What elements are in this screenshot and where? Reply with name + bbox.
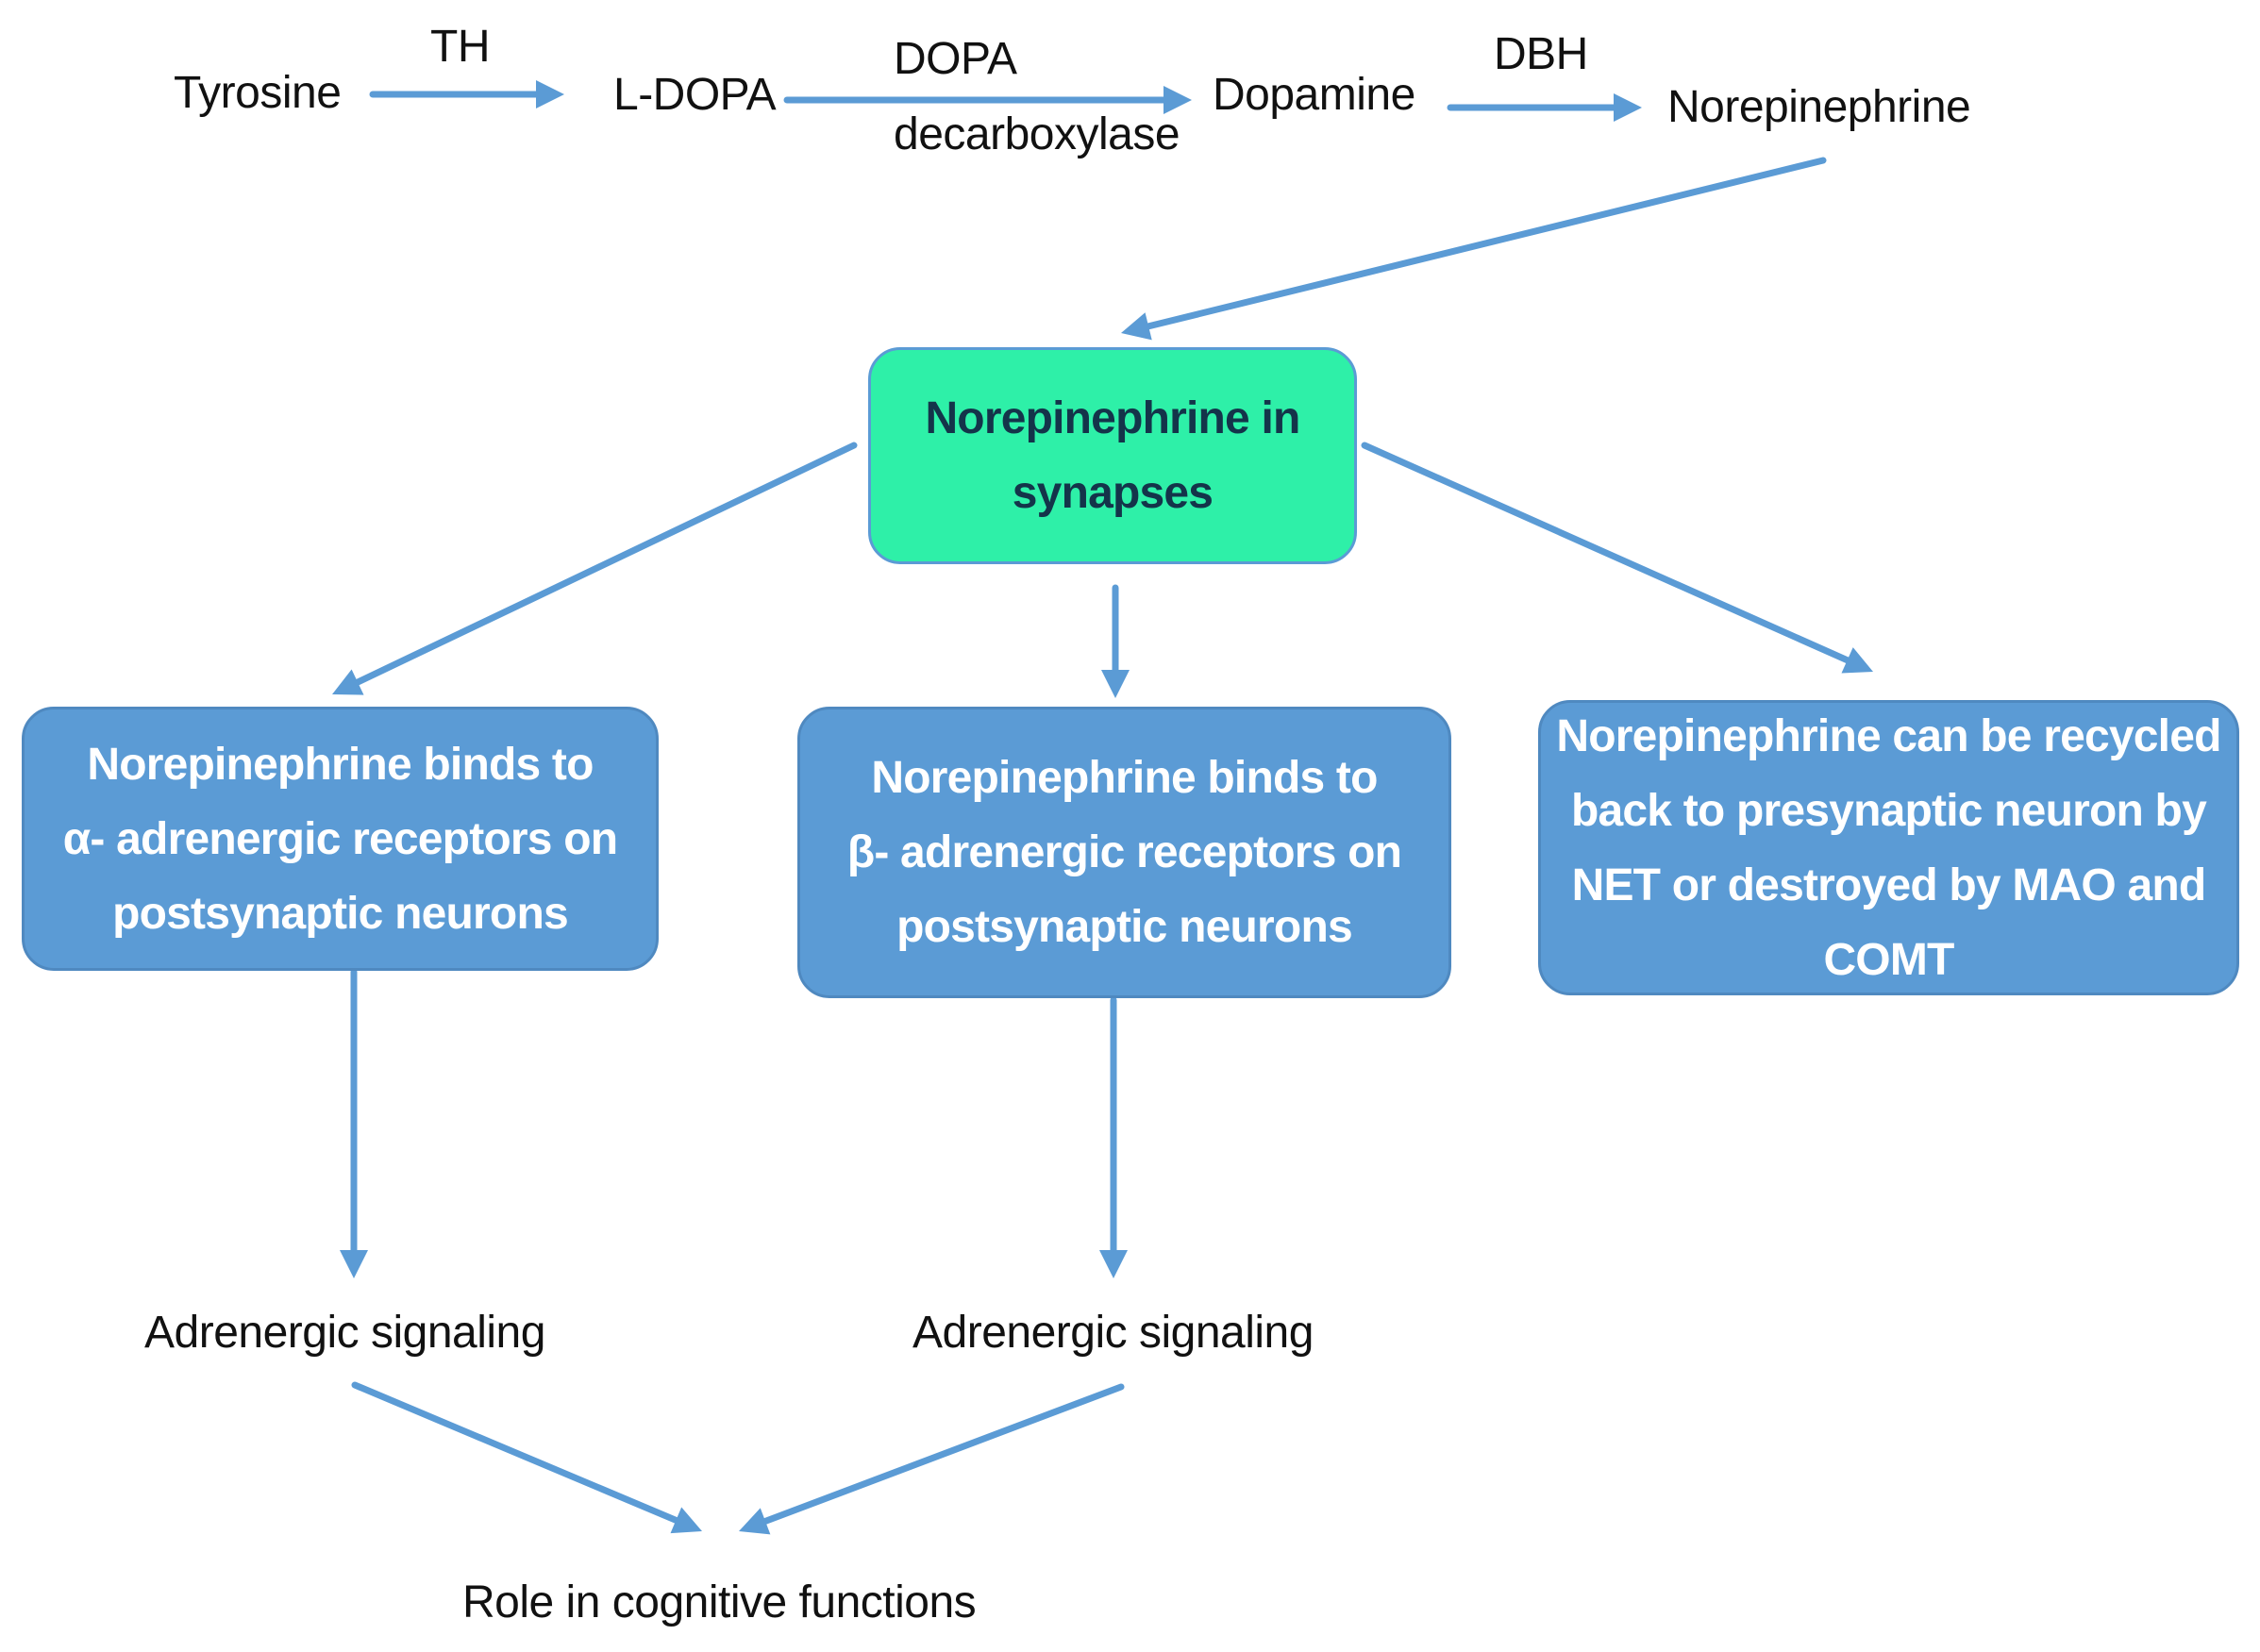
beta-receptor-text: Norepinephrine binds to β- adrenergic re… [846, 753, 1402, 952]
beta-receptor-box: Norepinephrine binds to β- adrenergic re… [797, 707, 1451, 998]
dopamine-label: Dopamine [1213, 70, 1415, 120]
arrow-dopamine-to-norepinephrine-head [1614, 93, 1642, 122]
arrow-synapse-to-alpha [349, 442, 858, 689]
arrow-right-signal-to-role [756, 1383, 1125, 1527]
arrow-synapse-to-beta-head [1101, 670, 1130, 698]
adrenergic-signaling-left: Adrenergic signaling [144, 1308, 545, 1358]
adrenergic-signaling-right: Adrenergic signaling [912, 1308, 1314, 1358]
synapse-box: Norepinephrine in synapses [868, 347, 1357, 564]
alpha-receptor-text: Norepinephrine binds to α- adrenergic re… [62, 739, 618, 939]
alpha-receptor-box: Norepinephrine binds to α- adrenergic re… [22, 707, 659, 971]
synapse-box-text: Norepinephrine in synapses [925, 393, 1300, 518]
arrow-right-signal-to-role-head [739, 1508, 771, 1535]
arrow-left-signal-to-role [351, 1381, 685, 1527]
arrow-group [332, 80, 1873, 1535]
arrow-synapse-to-recycle-head [1841, 647, 1873, 674]
ldopa-label: L-DOPA [613, 70, 777, 120]
enzyme-dopa-decarboxylase-line1: DOPA [894, 34, 1017, 84]
arrow-synapse-to-alpha-head [332, 669, 364, 695]
enzyme-dbh-label: DBH [1494, 29, 1588, 79]
arrow-alpha-to-signaling-head [340, 1250, 368, 1278]
arrow-norepinephrine-to-synapse-head [1121, 312, 1152, 341]
norepinephrine-label: Norepinephrine [1667, 82, 1971, 132]
enzyme-dopa-decarboxylase-line2: decarboxylase [894, 109, 1180, 159]
arrow-tyrosine-to-ldopa-head [536, 80, 564, 108]
arrow-norepinephrine-to-synapse [1139, 157, 1827, 331]
tyrosine-label: Tyrosine [174, 68, 342, 118]
enzyme-th-label: TH [430, 22, 490, 72]
recycle-box: Norepinephrine can be recycled back to p… [1538, 700, 2239, 995]
recycle-box-text: Norepinephrine can be recycled back to p… [1556, 710, 2221, 985]
arrow-left-signal-to-role-head [670, 1507, 702, 1534]
arrow-beta-to-signaling-head [1099, 1250, 1128, 1278]
arrow-synapse-to-recycle [1361, 442, 1856, 666]
arrow-ldopa-to-dopamine-head [1163, 86, 1192, 114]
cognitive-role-label: Role in cognitive functions [462, 1577, 977, 1627]
